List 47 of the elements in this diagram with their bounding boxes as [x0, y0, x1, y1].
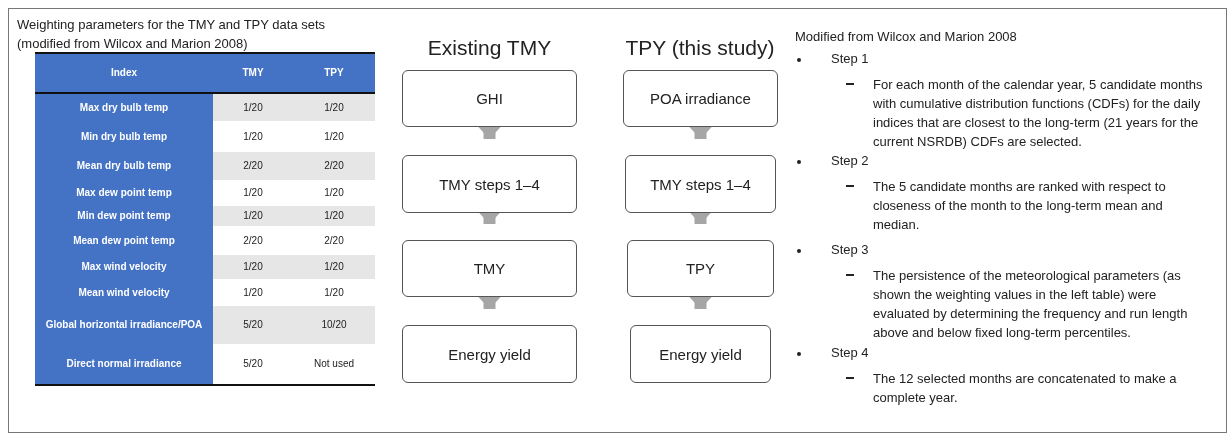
table-cell: 1/20	[293, 94, 375, 121]
column-header: TPY	[293, 54, 375, 92]
row-header: Mean dew point temp	[35, 226, 213, 255]
step-description: The persistence of the meteorological parameters (as shown the weighting values in the left table) were evaluated by determining the frequency and run length above and below fixed long-term percentiles.	[873, 267, 1189, 342]
column-heading: Existing TMY	[426, 36, 553, 60]
process-box: TMY steps 1–4	[402, 155, 577, 213]
column-heading: TPY (this study)	[624, 36, 776, 60]
row-header: Max dew point temp	[35, 180, 213, 206]
arrow	[687, 125, 714, 139]
row-header: Mean dry bulb temp	[35, 152, 213, 180]
table-cell: 10/20	[293, 306, 375, 344]
note-heading: Modified from Wilcox and Marion 2008	[795, 29, 1018, 44]
step-heading: Step 2	[831, 153, 869, 168]
step-heading: Step 3	[831, 242, 869, 257]
process-box: TMY	[402, 240, 577, 297]
process-box: TMY steps 1–4	[625, 155, 776, 213]
process-box: TPY	[627, 240, 774, 297]
table-cell: 1/20	[293, 206, 375, 226]
table-cell: 2/20	[213, 152, 293, 180]
column-header: Index	[35, 54, 213, 92]
row-header: Global horizontal irradiance/POA	[35, 306, 213, 344]
process-box: Energy yield	[630, 325, 771, 383]
table-caption: Weighting parameters for the TMY and TPY data sets (modified from Wilcox and Marion 2008)	[17, 16, 327, 53]
process-box: POA irradiance	[623, 70, 778, 127]
table-cell: 2/20	[293, 152, 375, 180]
table-cell: 1/20	[213, 206, 293, 226]
step-description: The 5 candidate months are ranked with respect to closeness of the month to the long-term mean and median.	[873, 178, 1167, 234]
step-heading: Step 1	[831, 51, 869, 66]
table-cell: 5/20	[213, 306, 293, 344]
table-cell: 1/20	[213, 94, 293, 121]
arrow	[687, 295, 714, 309]
row-header: Max dry bulb temp	[35, 94, 213, 121]
process-box: GHI	[402, 70, 577, 127]
row-header: Min dry bulb temp	[35, 121, 213, 152]
table-cell: 1/20	[213, 255, 293, 279]
row-header: Mean wind velocity	[35, 279, 213, 306]
table-cell: 1/20	[293, 255, 375, 279]
row-header: Direct normal irradiance	[35, 344, 213, 384]
process-box: Energy yield	[402, 325, 577, 383]
step-description: For each month of the calendar year, 5 candidate months with cumulative distribution functions (CDFs) for the daily indices that are closest to the long-term (21 years for the current NSRDB) CDFs are selected.	[873, 76, 1204, 151]
column-header: TMY	[213, 54, 293, 92]
arrow	[476, 295, 503, 309]
arrow	[476, 125, 503, 139]
step-heading: Step 4	[831, 345, 869, 360]
row-header: Max wind velocity	[35, 255, 213, 279]
step-description: The 12 selected months are concatenated to make a complete year.	[873, 370, 1178, 407]
row-header: Min dew point temp	[35, 206, 213, 226]
